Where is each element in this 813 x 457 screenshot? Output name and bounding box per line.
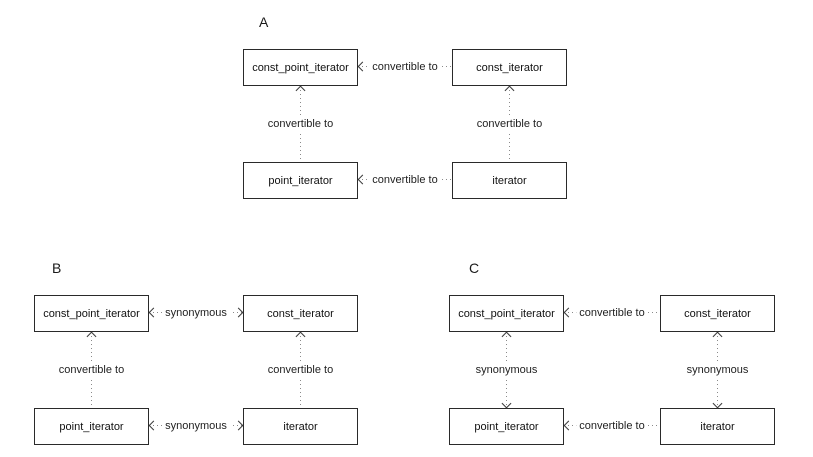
node-const-iterator: const_iterator xyxy=(660,295,775,332)
edge-top: synonymous xyxy=(148,305,244,320)
arrowhead-up-icon xyxy=(712,331,723,342)
edge-left: convertible to xyxy=(55,331,128,408)
edge-right: convertible to xyxy=(264,331,337,408)
edge-label: convertible to xyxy=(264,363,337,377)
node-const-point-iterator: const_point_iterator xyxy=(449,295,564,332)
edge-label: synonymous xyxy=(162,418,230,433)
edge-right: synonymous xyxy=(683,331,752,409)
edge-left: convertible to xyxy=(264,85,337,162)
node-point-iterator: point_iterator xyxy=(243,162,358,199)
arrowhead-up-icon xyxy=(501,331,512,342)
edge-bottom: convertible to xyxy=(563,418,660,433)
edge-bottom: convertible to xyxy=(357,172,452,187)
arrowhead-left-icon xyxy=(563,420,574,431)
edge-label: convertible to xyxy=(369,172,441,187)
edge-bottom: synonymous xyxy=(148,418,244,433)
edge-label: convertible to xyxy=(576,305,648,320)
edge-label: synonymous xyxy=(683,363,752,377)
node-const-iterator: const_iterator xyxy=(243,295,358,332)
node-const-point-iterator: const_point_iterator xyxy=(34,295,149,332)
node-const-iterator: const_iterator xyxy=(452,49,567,86)
node-point-iterator: point_iterator xyxy=(449,408,564,445)
edge-top: convertible to xyxy=(357,59,452,74)
edge-label: convertible to xyxy=(264,117,337,131)
edge-label: convertible to xyxy=(473,117,546,131)
edge-label: synonymous xyxy=(162,305,230,320)
diagram-c-title: C xyxy=(469,260,480,276)
arrowhead-down-icon xyxy=(501,398,512,409)
edge-left: synonymous xyxy=(472,331,541,409)
edge-label: synonymous xyxy=(472,363,541,377)
node-point-iterator: point_iterator xyxy=(34,408,149,445)
arrowhead-down-icon xyxy=(712,398,723,409)
edge-label: convertible to xyxy=(576,418,648,433)
node-const-point-iterator: const_point_iterator xyxy=(243,49,358,86)
edge-label: convertible to xyxy=(369,59,441,74)
edge-top: convertible to xyxy=(563,305,660,320)
edge-label: convertible to xyxy=(55,363,128,377)
node-iterator: iterator xyxy=(660,408,775,445)
edge-right: convertible to xyxy=(473,85,546,162)
node-iterator: iterator xyxy=(243,408,358,445)
diagram-a-title: A xyxy=(259,14,269,30)
node-iterator: iterator xyxy=(452,162,567,199)
arrowhead-left-icon xyxy=(563,307,574,318)
diagram-b-title: B xyxy=(52,260,62,276)
